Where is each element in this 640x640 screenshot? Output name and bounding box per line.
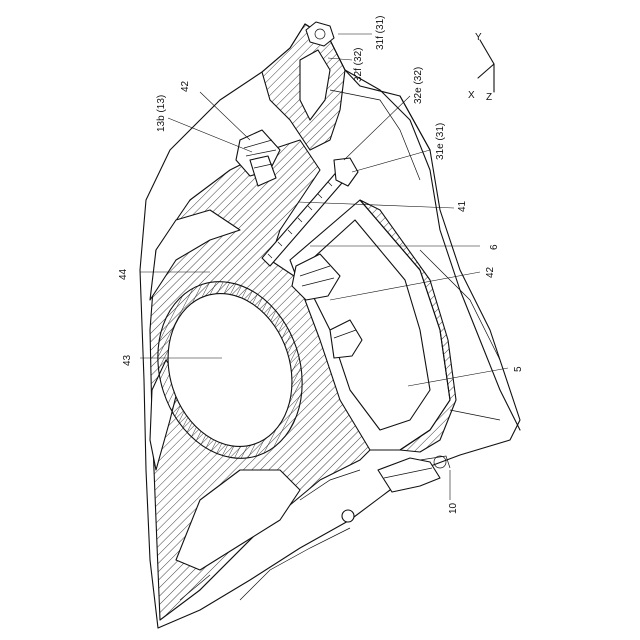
label-43: 43 <box>122 354 133 366</box>
label-32f: 32f (32) <box>353 48 364 82</box>
axis-indicator: Y Z X <box>468 32 494 103</box>
label-31e: 31e (31) <box>435 123 446 160</box>
label-44: 44 <box>118 268 129 280</box>
axis-y-line <box>480 40 494 64</box>
label-32e: 32e (32) <box>413 67 424 104</box>
label-5: 5 <box>513 366 524 372</box>
lower-hole <box>342 510 354 522</box>
axis-z-label: Z <box>486 92 492 103</box>
axis-x-label: X <box>468 90 475 101</box>
label-13b: 13b (13) <box>156 95 167 132</box>
axis-x-line <box>478 64 494 78</box>
label-10: 10 <box>448 502 459 514</box>
label-6: 6 <box>489 244 500 250</box>
label-41: 41 <box>457 200 468 212</box>
axis-y-label: Y <box>475 32 482 43</box>
label-31f: 31f (31) <box>375 16 386 50</box>
label-42-lower: 42 <box>485 266 496 278</box>
label-42-upper: 42 <box>180 80 191 92</box>
